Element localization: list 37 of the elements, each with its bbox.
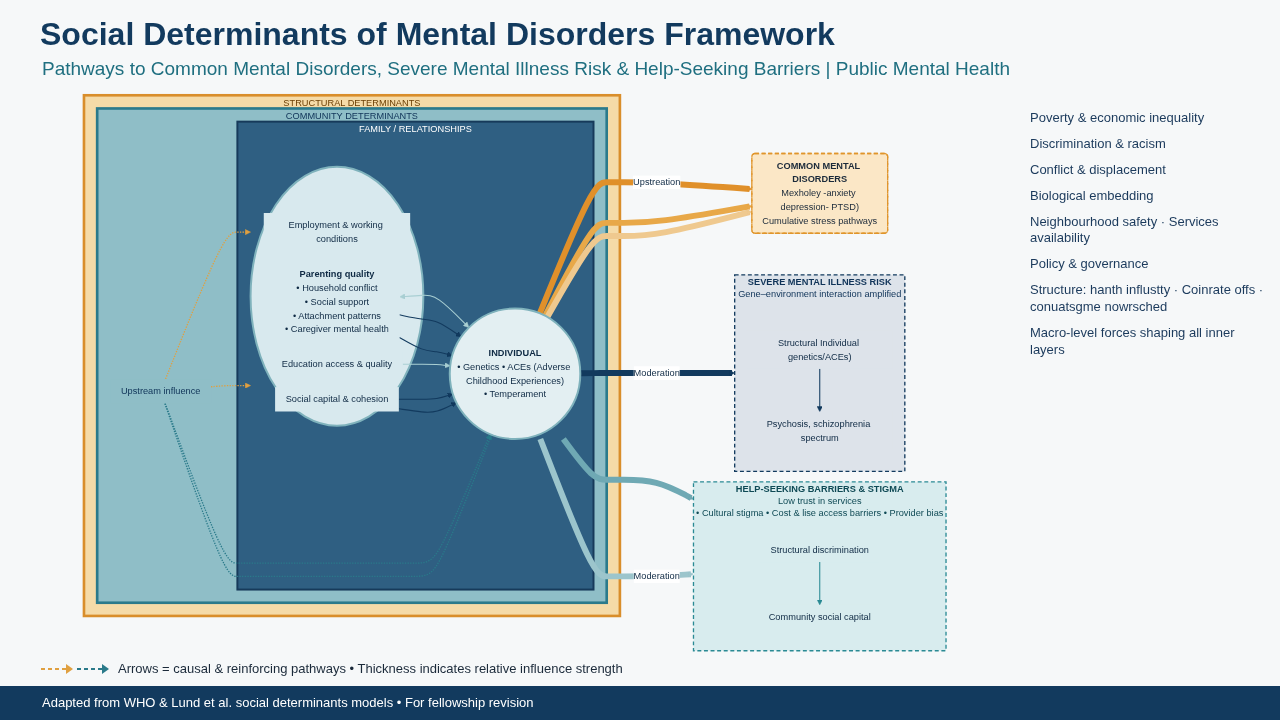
note-text: Neighbourhood safety · Services availability [1030, 213, 1220, 248]
arrow [816, 368, 823, 412]
arrow [210, 382, 251, 389]
edge-label: Moderation [633, 570, 680, 582]
arrow [398, 314, 462, 338]
note-text: Structure: hanth influstty · Coinrate offs · conuatsgme nowrsched [1030, 282, 1265, 316]
note-text: Policy & governance [1030, 256, 1149, 274]
edge-label: Moderation [633, 367, 680, 379]
node-text: Psychosis, schizophrenia spectrum [766, 418, 871, 443]
note-text: Conflict & displacement [1030, 161, 1166, 179]
diagram-title: Social Determinants of Mental Disorders Framework [40, 16, 835, 53]
edge-label: Upstreation [633, 176, 681, 188]
node-text: Education access & quality [281, 358, 393, 370]
arrow [398, 336, 453, 357]
note-text: Macro-level forces shaping all inner layers [1030, 325, 1236, 359]
note-text: Biological embedding [1030, 187, 1154, 205]
note-text: Poverty & economic inequality [1030, 110, 1205, 127]
arrow [398, 392, 454, 400]
arrow [164, 229, 251, 380]
diagram-subtitle: Pathways to Common Mental Disorders, Severe Mental Illness Risk & Help-Seeking Barriers | Public Mental Health [42, 58, 1010, 80]
node-text: Structural Individual genetics/ACEs) [777, 337, 860, 362]
cluster [249, 165, 425, 427]
arrow [537, 437, 694, 580]
arrow [399, 293, 470, 328]
note-text: Discrimination & racism [1030, 135, 1166, 153]
arrow [816, 561, 823, 606]
footer-caption: Adapted from WHO & Lund et al. social determinants models • For fellowship revision [42, 695, 534, 710]
arrow [402, 362, 451, 369]
node-text: Structural discrimination [770, 544, 870, 555]
node-text: Parenting quality • Household conflict • Social support • Attachment patterns • Caregiver mental health [285, 268, 389, 335]
node-text: Community social capital [768, 611, 871, 623]
node-text: Upstream influence [120, 385, 201, 397]
arrow [398, 402, 457, 413]
arrow [560, 437, 694, 501]
node-box: Social capital & cohesion [275, 387, 399, 412]
node-circle: INDIVIDUAL • Genetics • ACEs (Adverse Childhood Experiences) • Temperament [448, 307, 582, 440]
legend-text: Arrows = causal & reinforcing pathways • Thickness indicates relative influence strength [118, 661, 623, 676]
